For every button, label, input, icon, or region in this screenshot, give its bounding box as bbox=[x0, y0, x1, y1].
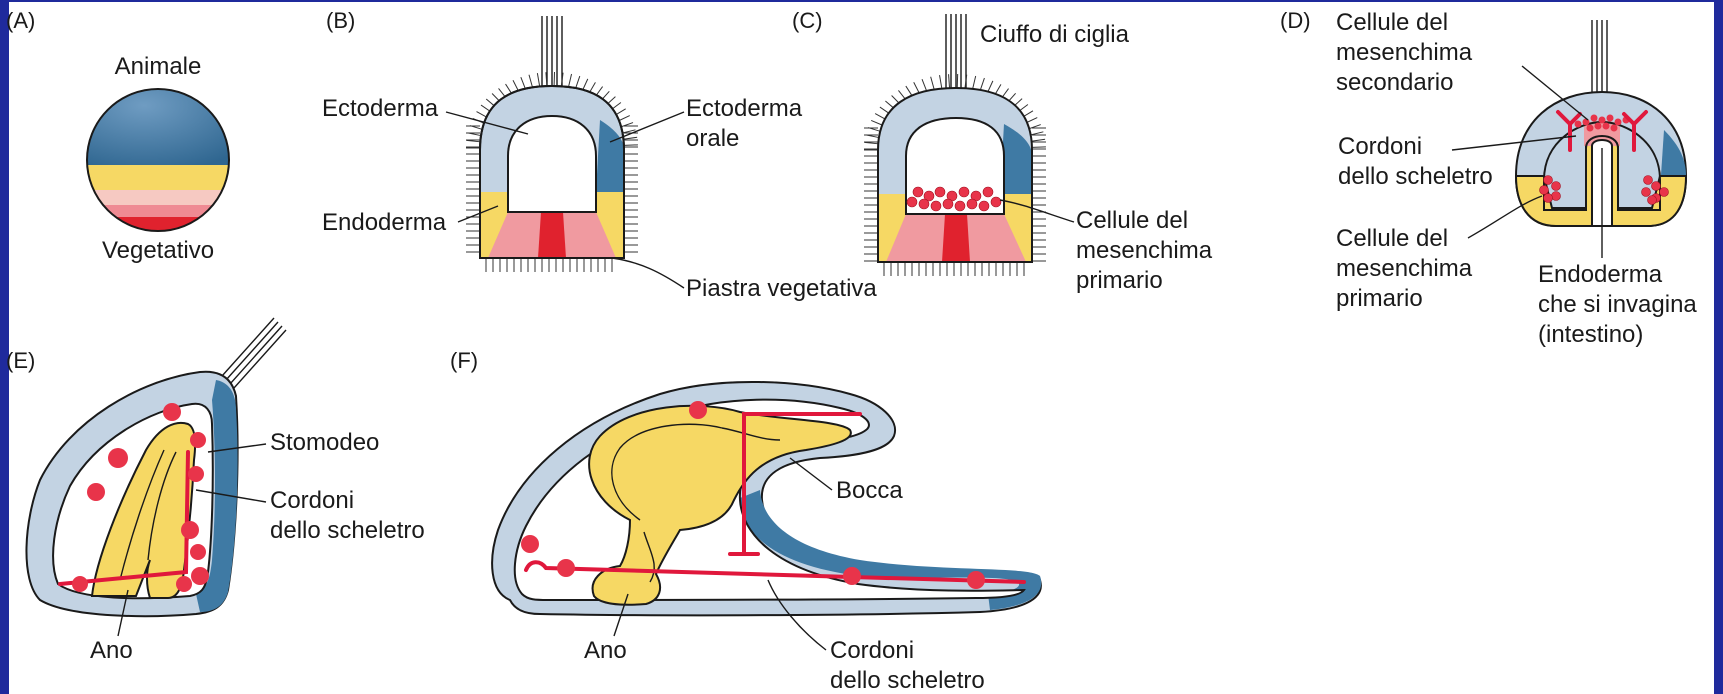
skeletal-rods-label-f-1: Cordoni bbox=[830, 637, 914, 664]
skeletal-rods-label-e-1: Cordoni bbox=[270, 487, 354, 514]
oral-ectoderm-label-1: Ectoderma bbox=[686, 95, 803, 122]
stomodeum-label: Stomodeo bbox=[270, 429, 379, 456]
primary-mesenchyme-label-d-3: primario bbox=[1336, 285, 1423, 312]
panel-c-tag: (C) bbox=[792, 8, 823, 33]
secondary-mesenchyme-label-3: secondario bbox=[1336, 69, 1453, 96]
panel-f: (F) Bocca Ano Cordoni dello scheletro bbox=[450, 348, 1041, 694]
invaginating-endoderm-label-2: che si invagina bbox=[1538, 291, 1697, 318]
primary-mesenchyme-label-d-2: mesenchima bbox=[1336, 255, 1473, 282]
panel-e-tag: (E) bbox=[6, 348, 35, 373]
panel-b-tag: (B) bbox=[326, 8, 355, 33]
panel-d: (D) Cellule del mesenchima bbox=[1280, 8, 1697, 348]
cilia-tuft-b bbox=[542, 16, 562, 88]
oral-ectoderm-label-2: orale bbox=[686, 125, 739, 152]
skeletal-rods-label-e-2: dello scheletro bbox=[270, 517, 425, 544]
vegetal-plate-label: Piastra vegetativa bbox=[686, 275, 877, 302]
endoderm-label: Endoderma bbox=[322, 209, 447, 236]
cilia-tuft-d bbox=[1592, 20, 1607, 92]
invaginating-endoderm-label-3: (intestino) bbox=[1538, 321, 1643, 348]
skeletal-rods-label-f-2: dello scheletro bbox=[830, 667, 985, 694]
primary-mesenchyme-label-c-2: mesenchima bbox=[1076, 237, 1213, 264]
skeletal-rods-label-d-1: Cordoni bbox=[1338, 133, 1422, 160]
anus-label-e: Ano bbox=[90, 637, 133, 664]
cilia-tuft-e bbox=[222, 318, 286, 388]
secondary-mesenchyme-label-1: Cellule del bbox=[1336, 9, 1448, 36]
panel-b: (B) Ectoderma Ectoderma orale Endoderma … bbox=[322, 8, 877, 302]
blastocoel-b bbox=[508, 116, 596, 212]
animal-pole-label: Animale bbox=[115, 53, 202, 80]
panel-f-tag: (F) bbox=[450, 348, 478, 373]
cilia-tuft-label: Ciuffo di ciglia bbox=[980, 21, 1130, 48]
invaginating-endoderm-label-1: Endoderma bbox=[1538, 261, 1663, 288]
anus-label-f: Ano bbox=[584, 637, 627, 664]
skeletal-rods-label-d-2: dello scheletro bbox=[1338, 163, 1493, 190]
vegetal-pole-label: Vegetativo bbox=[102, 237, 214, 264]
ectoderm-label: Ectoderma bbox=[322, 95, 439, 122]
panel-a: (A) Animale Vegetativo bbox=[6, 8, 240, 264]
primary-mesenchyme-label-d-1: Cellule del bbox=[1336, 225, 1448, 252]
primary-mesenchyme-label-c-3: primario bbox=[1076, 267, 1163, 294]
panel-c: (C) Ciuffo di ciglia Cellule del mesench… bbox=[792, 8, 1213, 294]
egg-sphere bbox=[80, 80, 240, 237]
panel-a-tag: (A) bbox=[6, 8, 35, 33]
primary-mesenchyme-label-c-1: Cellule del bbox=[1076, 207, 1188, 234]
panel-e: (E) Stomodeo Cordoni dello scheletro Ano bbox=[6, 318, 425, 664]
secondary-mesenchyme-label-2: mesenchima bbox=[1336, 39, 1473, 66]
panel-d-tag: (D) bbox=[1280, 8, 1311, 33]
mouth-label: Bocca bbox=[836, 477, 903, 504]
